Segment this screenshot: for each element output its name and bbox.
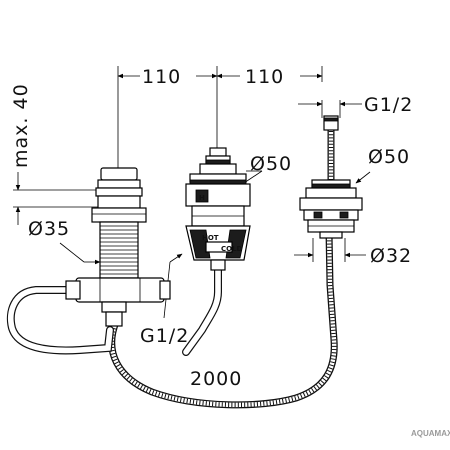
left-unit [65,167,171,327]
cold-label: COLD [221,245,243,253]
watermark-brand: AQUAMAX [411,429,450,438]
hot-label: HOT [202,234,219,242]
connection-pipe-loop [6,286,114,355]
dim-thread-bottom: G1/2 [140,325,189,347]
h-mark: H [199,194,205,202]
dim-hose-length: 2000 [190,368,242,390]
dim-dia-right-small: Ø32 [370,245,412,267]
dim-width-right: 110 [245,66,284,88]
dim-dia-left: Ø35 [28,218,70,240]
dim-max-depth: max. 40 [10,83,32,168]
dim-dia-center: Ø50 [250,153,292,175]
dim-dia-right: Ø50 [368,146,410,168]
center-valve: H HOT COLD [185,147,251,271]
dim-width-left: 110 [142,66,181,88]
right-unit [299,115,363,239]
flexible-hose-long [108,228,338,409]
dim-thread-top: G1/2 [364,94,413,116]
connection-pipe-valve [182,266,222,356]
